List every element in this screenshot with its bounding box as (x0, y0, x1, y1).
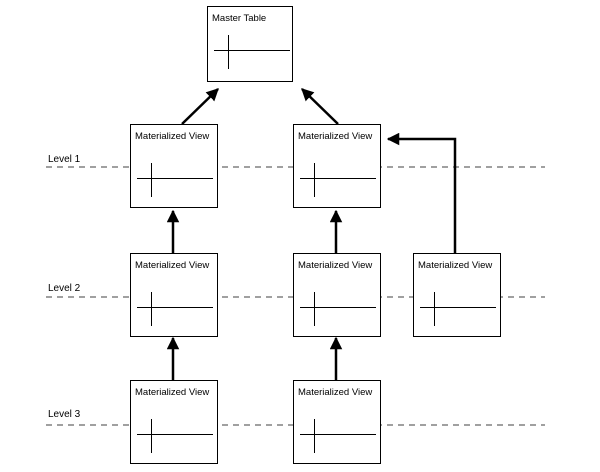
level-2-label: Level 2 (48, 283, 81, 294)
materialized-view-label: Materialized View (135, 260, 210, 271)
table-icon (300, 419, 376, 453)
table-icon (214, 35, 290, 69)
table-icon (137, 292, 213, 326)
arrow-l1-right-to-master (301, 88, 339, 125)
materialized-view-node-l1-left: Materialized View (130, 124, 218, 208)
table-icon (300, 163, 376, 197)
level-1-label: Level 1 (48, 154, 81, 165)
materialized-view-label: Materialized View (298, 131, 373, 142)
materialized-view-label: Materialized View (135, 131, 210, 142)
materialized-view-label: Materialized View (298, 260, 373, 271)
table-icon (300, 292, 376, 326)
materialized-view-label: Materialized View (298, 387, 373, 398)
arrow-l1-left-to-master (181, 88, 219, 125)
table-icon (137, 419, 213, 453)
materialized-view-node-l2-left: Materialized View (130, 253, 218, 337)
table-icon (137, 163, 213, 197)
materialized-view-label: Materialized View (135, 387, 210, 398)
materialized-view-label: Materialized View (418, 260, 493, 271)
materialized-view-node-l3-mid: Materialized View (293, 380, 381, 464)
table-icon (420, 292, 496, 326)
master-table-node: Master Table (207, 6, 293, 82)
materialized-view-node-l2-mid: Materialized View (293, 253, 381, 337)
level-3-label: Level 3 (48, 409, 81, 420)
master-table-label: Master Table (212, 13, 267, 24)
arrow-l2-right-to-l1-right (386, 132, 457, 253)
materialized-view-node-l1-right: Materialized View (293, 124, 381, 208)
materialized-view-node-l2-right: Materialized View (413, 253, 501, 337)
materialized-view-node-l3-left: Materialized View (130, 380, 218, 464)
